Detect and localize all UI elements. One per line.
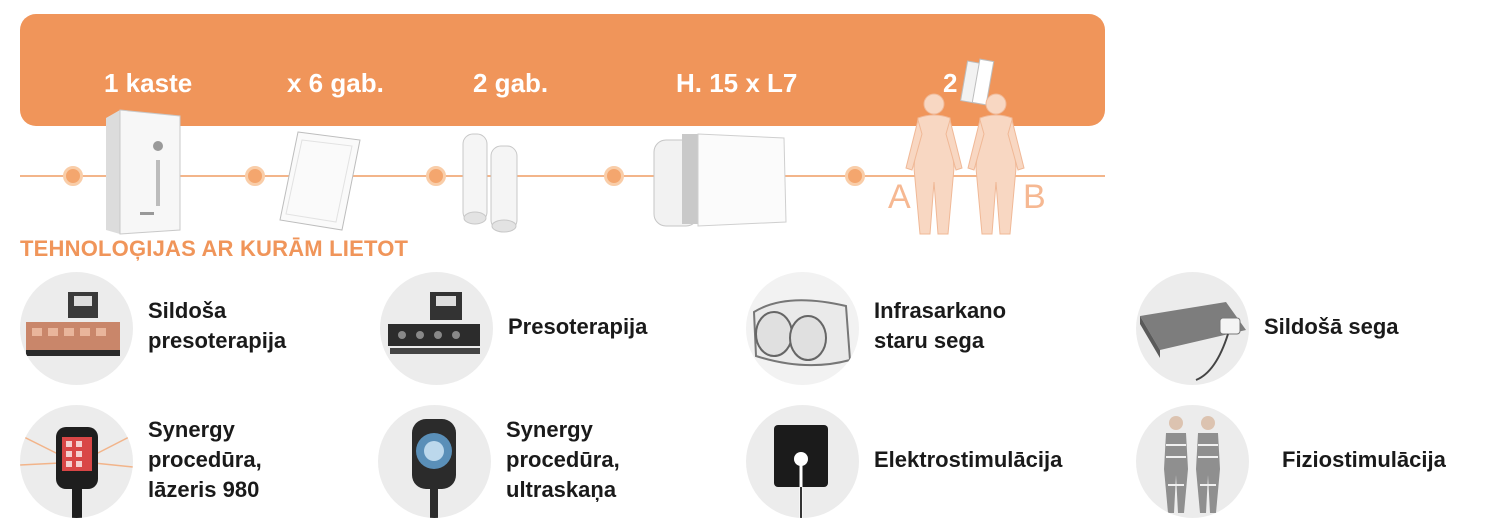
tech-item-heated-pressotherapy: Sildoša presoterapija (20, 272, 350, 387)
blanket-icon (653, 133, 787, 227)
heated-pressotherapy-icon (20, 272, 133, 385)
rolls-icon (462, 133, 518, 233)
tech-item-laser-synergy: Synergy procedūra, lāzeris 980 (20, 405, 350, 520)
body-silhouettes-icon (905, 58, 1025, 235)
tech-item-physiostimulation: Fiziostimulācija (1136, 405, 1466, 520)
ultrasound-handpiece-icon (378, 405, 491, 518)
physio-suit-icon (1136, 405, 1249, 518)
tech-label: Fiziostimulācija (1282, 447, 1446, 472)
silhouette-label-b: B (1023, 178, 1046, 216)
silhouette-label-a: A (888, 178, 911, 216)
timeline-dot (426, 166, 446, 186)
tech-label: Infrasarkano staru sega (874, 298, 1007, 353)
heating-blanket-icon (1136, 272, 1249, 385)
section-title: TEHNOLOĢIJAS AR KURĀM LIETOT (20, 236, 409, 261)
tech-label: Sildošā sega (1264, 314, 1399, 339)
device-box-icon (106, 109, 181, 235)
pad-icon (279, 131, 361, 231)
tech-label: Sildoša presoterapija (148, 298, 287, 353)
quantity-label: 2 gab. (473, 68, 549, 98)
laser-handpiece-icon (20, 405, 133, 518)
quantity-label: x 6 gab. (287, 68, 384, 98)
timeline-dot (245, 166, 265, 186)
quantity-label: H. 15 x L7 (676, 68, 798, 98)
timeline-line (20, 175, 1105, 177)
quantity-label: 1 kaste (104, 68, 193, 98)
tech-label: Elektrostimulācija (874, 447, 1063, 472)
tech-label: Synergy procedūra, lāzeris 980 (148, 417, 262, 502)
tech-item-electrostimulation: Elektrostimulācija (746, 405, 1076, 520)
timeline-dot (845, 166, 865, 186)
tech-label: Presoterapija (508, 314, 648, 339)
tech-item-infrared-blanket: Infrasarkano staru sega (746, 272, 1076, 387)
timeline-dot (63, 166, 83, 186)
timeline-dot (604, 166, 624, 186)
tech-item-ultrasound-synergy: Synergy procedūra, ultraskaņa (378, 405, 708, 520)
electrode-pad-icon (746, 405, 859, 518)
tech-item-heating-blanket: Sildošā sega (1136, 272, 1466, 387)
infrared-blanket-icon (746, 272, 859, 385)
tech-item-pressotherapy: Presoterapija (380, 272, 710, 387)
tech-label: Synergy procedūra, ultraskaņa (506, 417, 620, 502)
pressotherapy-icon (380, 272, 493, 385)
quantity-label: 2 (943, 68, 958, 98)
